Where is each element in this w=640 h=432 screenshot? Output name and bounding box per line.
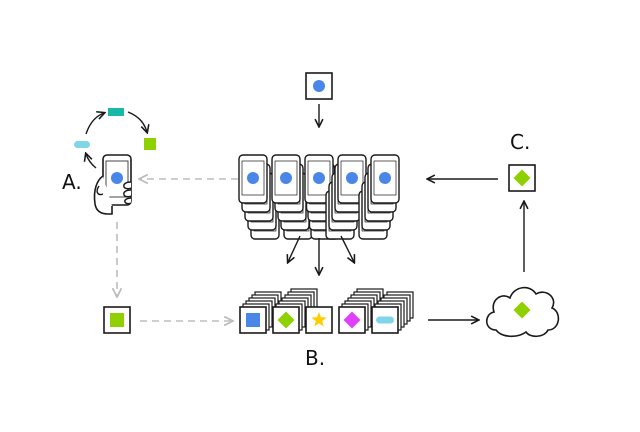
phone-stack <box>358 154 400 240</box>
phone-icon <box>370 154 400 204</box>
lime-diamond-icon <box>513 301 531 319</box>
arrow-fleet-right <box>340 235 354 262</box>
blue-dot-icon <box>247 172 259 184</box>
model-stack <box>338 288 384 334</box>
phone-icon <box>271 154 301 204</box>
label-b: B. <box>305 346 326 370</box>
phone-stack <box>271 154 313 240</box>
lime-square-icon <box>110 313 124 327</box>
cloud <box>485 286 560 338</box>
blue-dot-icon <box>111 172 123 184</box>
phone-stack <box>325 154 367 240</box>
cycle-arrow-2 <box>127 111 147 132</box>
cycle-arrow-1 <box>85 113 104 135</box>
label-c: C. <box>510 130 531 154</box>
blue-dot-icon <box>346 172 358 184</box>
phone-icon <box>337 154 367 204</box>
cycle-arrow-3 <box>86 154 97 169</box>
blue-dot-icon <box>313 172 325 184</box>
yellow-star-icon <box>311 312 327 327</box>
label-a: A. <box>62 170 82 194</box>
blue-dot-icon <box>313 80 325 92</box>
global-model-box <box>508 164 536 192</box>
hand-icon <box>93 175 113 215</box>
input-model-box <box>305 72 333 100</box>
phone-icon <box>238 154 268 204</box>
local-update-box <box>103 306 131 334</box>
diamond-icon <box>277 311 295 329</box>
lime-square-icon <box>144 138 156 150</box>
model-stack <box>305 306 333 334</box>
phone-stack <box>238 154 280 240</box>
cyan-pill-icon <box>74 141 90 148</box>
local-training-cycle <box>74 108 156 169</box>
blue-dot-icon <box>379 172 391 184</box>
teal-rect-icon <box>108 108 124 116</box>
blue-square-icon <box>246 313 260 327</box>
model-stack <box>272 288 318 334</box>
blue-dot-icon <box>280 172 292 184</box>
cyan-pill-icon <box>376 316 394 324</box>
phone-fleet <box>238 154 400 240</box>
lime-diamond-icon <box>513 169 531 187</box>
diamond-icon <box>343 311 361 329</box>
model-stack <box>371 291 414 334</box>
arrow-fleet-left <box>288 235 301 262</box>
hand-with-phone <box>93 154 132 215</box>
model-stacks <box>239 288 414 334</box>
phone-icon <box>304 154 334 204</box>
